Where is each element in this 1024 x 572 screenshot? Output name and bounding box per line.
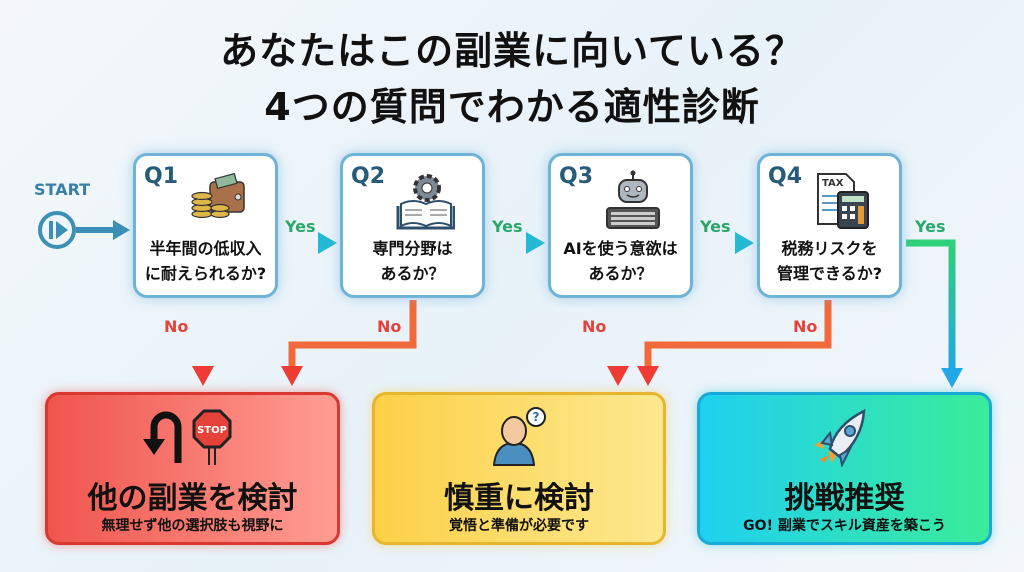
question-box-q4: Q4 TAX 税務リスクを管理できるか?: [757, 153, 902, 298]
thinking-person-icon: ?: [492, 407, 546, 466]
title-line2: 4つの質問でわかる適性診断: [264, 85, 760, 129]
robot-keyboard-icon: [606, 170, 660, 229]
result-title: 挑戦推奨: [784, 481, 905, 516]
tax-calculator-icon: TAX: [817, 173, 869, 229]
result-subtitle: GO! 副業でスキル資産を築こう: [743, 518, 946, 534]
question-box-q3: Q3 AIを使う意欲はあるか？: [548, 153, 693, 298]
rocket-icon: [813, 408, 865, 467]
u-turn-stop-icon: STOP: [142, 409, 231, 465]
result-box-reconsider: STOP 他の副業を検討 無理せず他の選択肢も視野に: [45, 392, 340, 545]
question-number: Q4: [768, 164, 803, 189]
question-text: 専門分野はあるか？: [372, 239, 453, 283]
question-text: 税務リスクを管理できるか?: [777, 239, 882, 283]
no-arrow-q2: [281, 300, 417, 386]
no-arrow-q1: [192, 300, 214, 386]
yes-arrow-q3-q4: [697, 232, 754, 254]
yes-arrow-q2-q3: [488, 232, 545, 254]
question-number: Q3: [559, 164, 594, 189]
start-label: START: [34, 180, 91, 199]
yes-label-q4: Yes: [915, 217, 946, 236]
result-title: 他の副業を検討: [87, 481, 298, 516]
no-label-q2: No: [377, 317, 402, 336]
result-subtitle: 覚悟と準備が必要です: [449, 518, 589, 534]
no-arrow-q3: [607, 300, 629, 386]
start-play-icon[interactable]: [38, 211, 76, 249]
question-number: Q2: [351, 164, 386, 189]
question-box-q1: Q1 半年間の低収入に耐えられるか?: [133, 153, 278, 298]
question-number: Q1: [144, 164, 179, 189]
book-gear-icon: [396, 174, 455, 230]
no-label-q1: No: [164, 317, 189, 336]
result-subtitle: 無理せず他の選択肢も視野に: [101, 518, 284, 534]
wallet-coins-icon: [191, 172, 245, 219]
no-label-q4: No: [793, 317, 818, 336]
question-text: 半年間の低収入に耐えられるか?: [144, 239, 267, 283]
yes-arrow-q1-q2: [280, 232, 337, 254]
svg-text:STOP: STOP: [197, 425, 227, 436]
title-line1: あなたはこの副業に向いている？: [220, 29, 804, 73]
result-box-careful: ? 慎重に検討 覚悟と準備が必要です: [372, 392, 666, 545]
yes-arrow-q4-result: [906, 239, 963, 388]
svg-text:TAX: TAX: [822, 178, 844, 189]
result-box-recommended: 挑戦推奨 GO! 副業でスキル資産を築こう: [697, 392, 992, 545]
yes-label-q3: Yes: [700, 217, 731, 236]
question-text: AIを使う意欲はあるか？: [563, 239, 678, 283]
question-box-q2: Q2 専門分野はあるか？: [340, 153, 485, 298]
yes-label-q2: Yes: [492, 217, 523, 236]
result-title: 慎重に検討: [444, 481, 594, 516]
no-label-q3: No: [582, 317, 607, 336]
no-arrow-q4: [637, 300, 832, 386]
svg-text:?: ?: [533, 410, 540, 424]
yes-label-q1: Yes: [285, 217, 316, 236]
